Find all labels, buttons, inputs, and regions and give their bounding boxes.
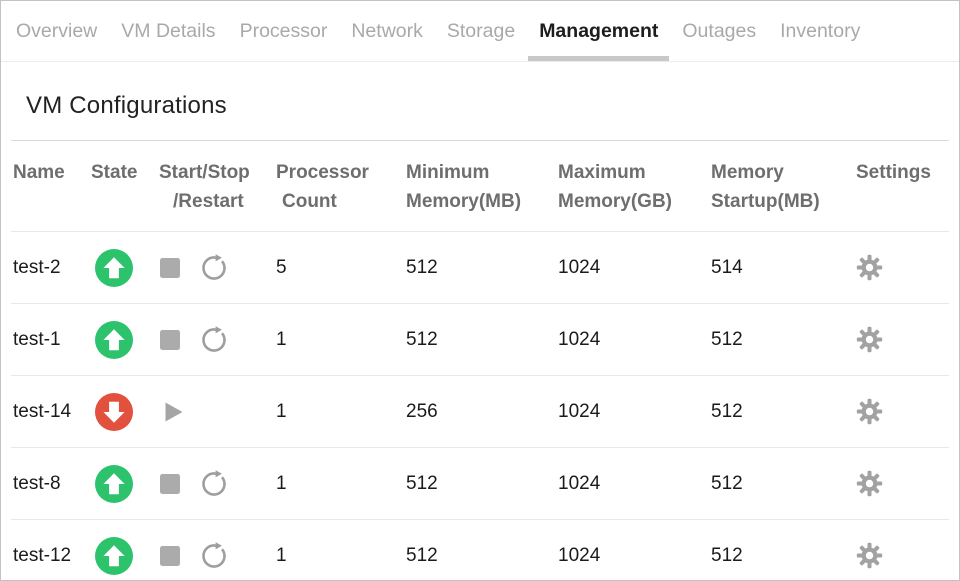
minimum-memory: 512: [406, 328, 438, 350]
memory-startup: 512: [711, 328, 743, 350]
vm-name: test-2: [13, 256, 61, 278]
gear-icon: [856, 254, 883, 281]
vm-settings: [856, 398, 949, 425]
processor-count: 1: [276, 472, 287, 494]
restart-button[interactable]: [200, 542, 228, 570]
vm-state: [91, 537, 159, 575]
processor-count: 1: [276, 400, 287, 422]
tab-outages[interactable]: Outages: [682, 19, 757, 42]
state-up-icon: [95, 537, 133, 575]
maximum-memory: 1024: [558, 400, 601, 422]
col-header-settings: Settings: [856, 162, 931, 183]
vm-settings: [856, 254, 949, 281]
vm-controls: [159, 470, 276, 498]
gear-icon: [856, 326, 883, 353]
vm-settings: [856, 542, 949, 569]
tab-bar: Overview VM Details Processor Network St…: [1, 1, 959, 62]
memory-startup: 512: [711, 544, 743, 566]
maximum-memory: 1024: [558, 544, 601, 566]
vm-name: test-1: [13, 328, 61, 350]
table-row: test-12 1 512 1024 512: [11, 520, 949, 581]
state-down-icon: [95, 393, 133, 431]
gear-icon: [856, 470, 883, 497]
tab-network[interactable]: Network: [351, 19, 423, 42]
tab-vm-details[interactable]: VM Details: [121, 19, 216, 42]
vm-controls: [159, 542, 276, 570]
vm-name: test-12: [13, 544, 72, 566]
tab-storage[interactable]: Storage: [446, 19, 516, 42]
stop-button[interactable]: [160, 545, 180, 566]
settings-button[interactable]: [856, 542, 883, 569]
vm-controls: [159, 254, 276, 282]
section-title-row: VM Configurations: [11, 62, 949, 141]
restart-button[interactable]: [200, 470, 228, 498]
tab-management[interactable]: Management: [527, 1, 670, 61]
gear-icon: [856, 542, 883, 569]
stop-button[interactable]: [160, 473, 180, 494]
table-row: test-14 1 256 1024 512: [11, 376, 949, 448]
maximum-memory: 1024: [558, 256, 601, 278]
restart-button[interactable]: [200, 254, 228, 282]
vm-state: [91, 465, 159, 503]
col-header-start-stop-restart: Start/Stop/Restart: [159, 162, 250, 212]
settings-button[interactable]: [856, 254, 883, 281]
tab-overview[interactable]: Overview: [16, 19, 98, 42]
table-row: test-1 1 512 1024 512: [11, 304, 949, 376]
gear-icon: [856, 398, 883, 425]
start-button[interactable]: [160, 399, 186, 425]
col-header-state: State: [91, 162, 138, 183]
tab-processor[interactable]: Processor: [239, 19, 328, 42]
stop-icon: [160, 257, 180, 278]
processor-count: 5: [276, 256, 287, 278]
state-up-icon: [95, 249, 133, 287]
memory-startup: 512: [711, 400, 743, 422]
vm-name: test-14: [13, 400, 72, 422]
vm-state: [91, 393, 159, 431]
stop-icon: [160, 473, 180, 494]
settings-button[interactable]: [856, 470, 883, 497]
settings-button[interactable]: [856, 398, 883, 425]
stop-icon: [160, 545, 180, 566]
minimum-memory: 512: [406, 256, 438, 278]
restart-button[interactable]: [200, 326, 228, 354]
vm-state: [91, 249, 159, 287]
maximum-memory: 1024: [558, 472, 601, 494]
memory-startup: 514: [711, 256, 743, 278]
vm-controls: [159, 399, 276, 425]
state-up-icon: [95, 321, 133, 359]
stop-button[interactable]: [160, 257, 180, 278]
table-row: test-2 5 512 1024 514: [11, 232, 949, 304]
processor-count: 1: [276, 328, 287, 350]
table-row: test-8 1 512 1024 512: [11, 448, 949, 520]
state-up-icon: [95, 465, 133, 503]
page-title: VM Configurations: [26, 92, 227, 119]
vm-settings: [856, 326, 949, 353]
vm-controls: [159, 326, 276, 354]
col-header-name: Name: [13, 162, 65, 183]
stop-button[interactable]: [160, 329, 180, 350]
minimum-memory: 256: [406, 400, 438, 422]
settings-button[interactable]: [856, 326, 883, 353]
maximum-memory: 1024: [558, 328, 601, 350]
minimum-memory: 512: [406, 544, 438, 566]
vm-name: test-8: [13, 472, 61, 494]
stop-icon: [160, 329, 180, 350]
tab-inventory[interactable]: Inventory: [780, 19, 861, 42]
memory-startup: 512: [711, 472, 743, 494]
vm-settings: [856, 470, 949, 497]
vm-state: [91, 321, 159, 359]
minimum-memory: 512: [406, 472, 438, 494]
processor-count: 1: [276, 544, 287, 566]
